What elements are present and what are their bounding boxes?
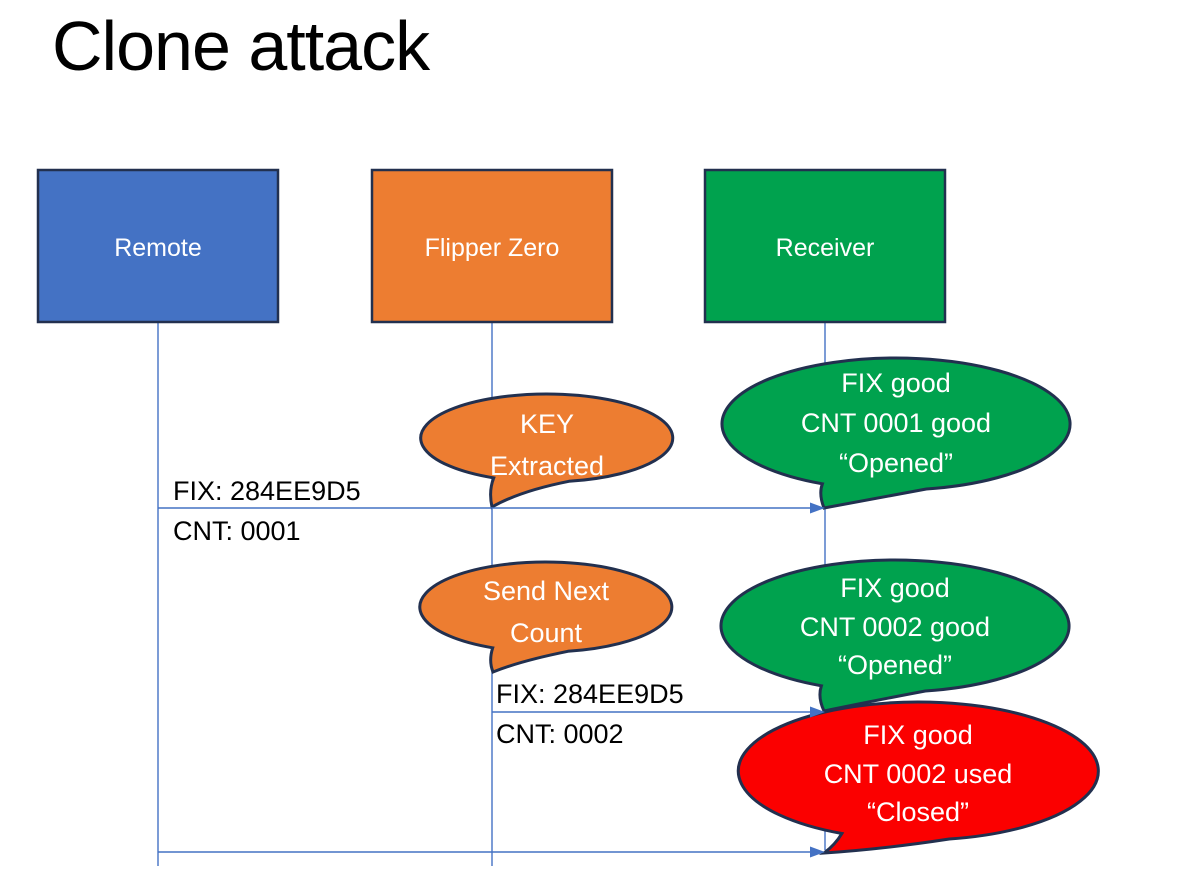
cnt-0002-good-callout-line1: FIX good bbox=[840, 573, 950, 603]
message3-arrowhead-icon bbox=[810, 846, 825, 858]
remote-actor-box bbox=[36, 168, 280, 324]
cnt-0002-good-callout-bubble bbox=[719, 558, 1071, 713]
cnt-0002-used-callout-line3: “Closed” bbox=[867, 797, 969, 827]
cnt-0002-used-callout-line2: CNT 0002 used bbox=[824, 759, 1013, 789]
key-extracted-callout-line1: KEY bbox=[520, 409, 574, 439]
message2-cnt-label: CNT: 0002 bbox=[496, 719, 624, 749]
cnt-0002-used-callout-bubble bbox=[736, 700, 1100, 855]
cnt-0001-good-callout-line3: “Opened” bbox=[839, 448, 953, 478]
key-extracted-callout-line2: Extracted bbox=[490, 451, 604, 481]
receiver-actor-box bbox=[703, 168, 947, 324]
receiver-actor-label: Receiver bbox=[776, 234, 875, 262]
message1-fix-label: FIX: 284EE9D5 bbox=[173, 476, 361, 506]
cnt-0002-good-callout-line3: “Opened” bbox=[838, 650, 952, 680]
message2-arrowhead-icon bbox=[810, 706, 825, 718]
key-extracted-callout-bubble bbox=[419, 392, 675, 510]
send-next-count-callout-line2: Count bbox=[510, 618, 583, 648]
flipper-zero-actor-label: Flipper Zero bbox=[425, 234, 560, 262]
cnt-0001-good-callout-line1: FIX good bbox=[841, 368, 951, 398]
send-next-count-callout-bubble bbox=[418, 560, 674, 674]
cnt-0002-used-callout-line1: FIX good bbox=[863, 720, 973, 750]
cnt-0001-good-callout-bubble bbox=[720, 356, 1072, 510]
remote-actor-label: Remote bbox=[114, 234, 202, 262]
message2-fix-label: FIX: 284EE9D5 bbox=[496, 679, 684, 709]
page-title: Clone attack bbox=[52, 7, 431, 85]
message1-arrowhead-icon bbox=[810, 502, 825, 514]
send-next-count-callout-line1: Send Next bbox=[483, 576, 610, 606]
flipper-zero-actor-box bbox=[370, 168, 614, 324]
cnt-0001-good-callout-line2: CNT 0001 good bbox=[801, 408, 991, 438]
message1-cnt-label: CNT: 0001 bbox=[173, 516, 301, 546]
cnt-0002-good-callout-line2: CNT 0002 good bbox=[800, 612, 990, 642]
